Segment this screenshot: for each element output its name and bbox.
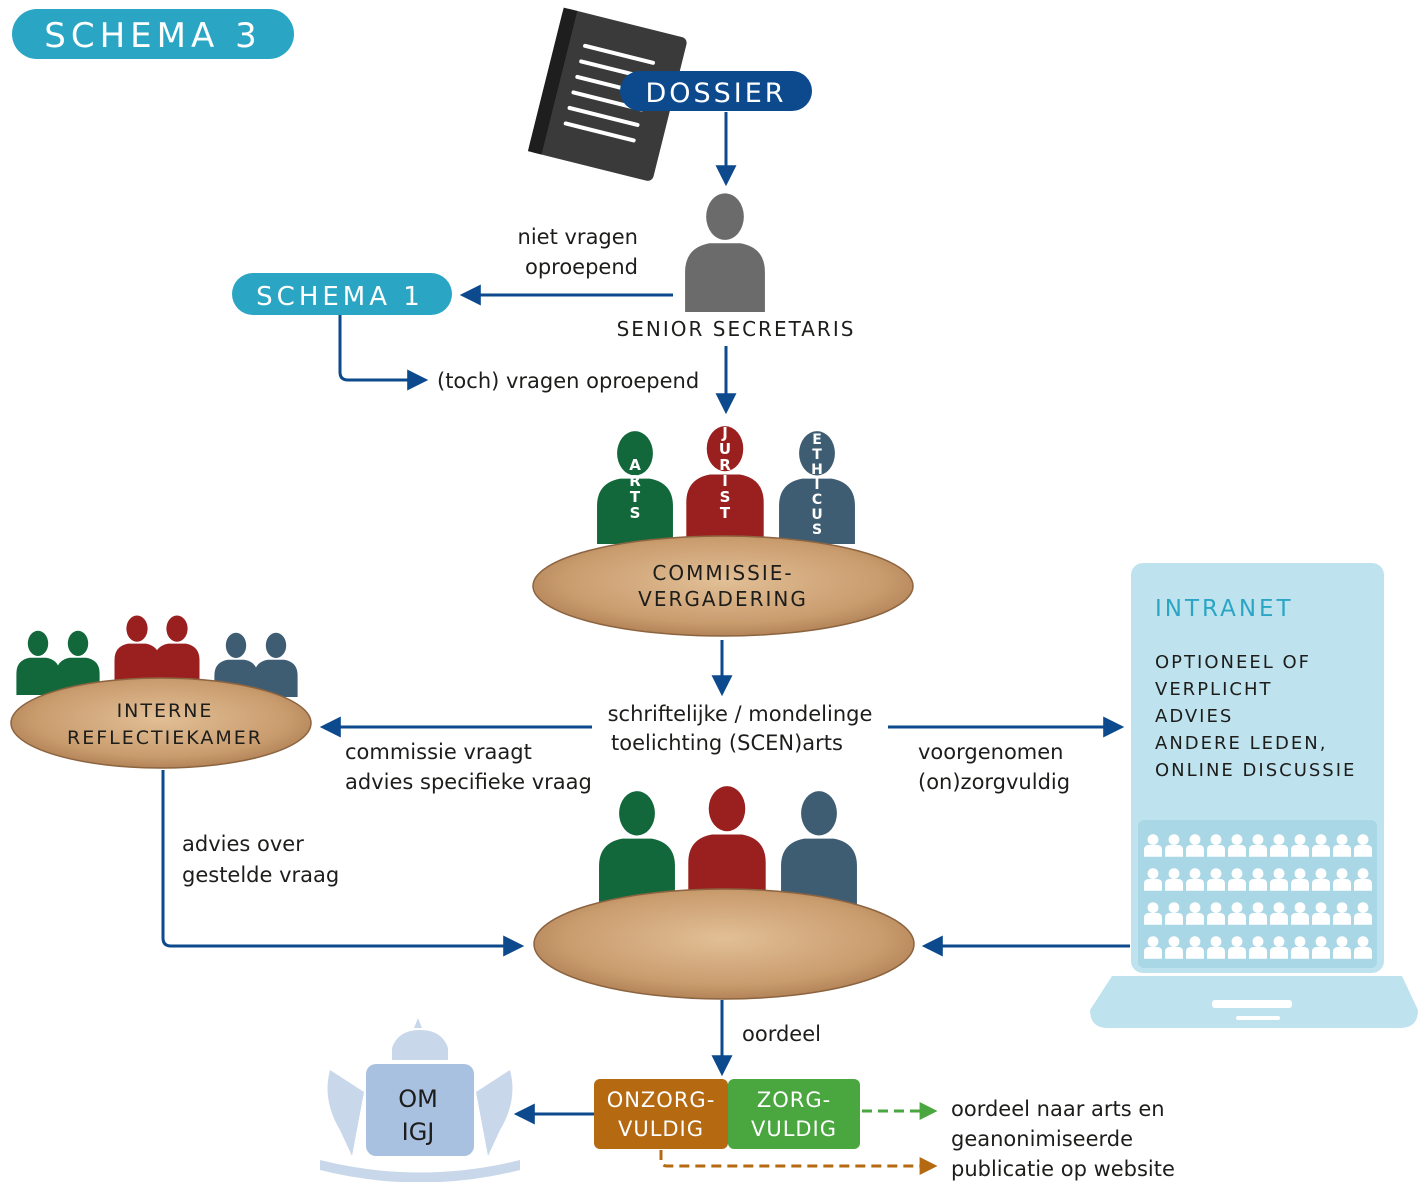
ethicus-person-icon: E T H I C U S: [779, 431, 855, 544]
oordeel-label: oordeel: [742, 1022, 821, 1046]
niet-vragen-label-1: niet vragen: [518, 225, 638, 249]
toch-vragen-label: (toch) vragen oproepend: [437, 369, 699, 393]
intranet-laptop-icon: INTRANET OPTIONEEL OF VERPLICHT ADVIES A…: [1090, 563, 1418, 1028]
om-label: OM: [398, 1085, 438, 1113]
svg-text:S: S: [720, 488, 731, 506]
svg-text:H: H: [811, 462, 823, 478]
arrow-onzorgvuldig-publicatie: [659, 1150, 938, 1175]
schema3-badge: SCHEMA 3: [12, 9, 294, 59]
intranet-line-5: ONLINE DISCUSSIE: [1155, 760, 1356, 781]
svg-text:E: E: [812, 432, 822, 448]
final-committee: [533, 786, 915, 1000]
schema3-title: SCHEMA 3: [44, 16, 261, 56]
dossier-badge: DOSSIER: [620, 71, 812, 111]
senior-secretaris-person-icon: [685, 193, 765, 312]
svg-text:T: T: [812, 447, 822, 463]
advies-over-label-2: gestelde vraag: [182, 863, 339, 887]
oordeel-naar-label-1: oordeel naar arts en: [951, 1097, 1165, 1121]
toelichting-label-2: toelichting (SCEN)arts: [611, 731, 843, 755]
senior-secretaris-label: SENIOR SECRETARIS: [617, 317, 856, 341]
schema1-badge: SCHEMA 1: [232, 273, 452, 315]
om-igj-coat-of-arms-icon: OM IGJ: [320, 1018, 520, 1182]
svg-text:T: T: [720, 504, 731, 522]
voorgenomen-label-1: voorgenomen: [918, 740, 1063, 764]
final-ethicus-person-icon: [781, 791, 857, 904]
svg-text:A: A: [629, 456, 641, 474]
commissie-label-2: VERGADERING: [638, 587, 808, 611]
advies-over-label-1: advies over: [182, 832, 304, 856]
svg-text:T: T: [630, 488, 641, 506]
reflectie-label-2: REFLECTIEKAMER: [67, 727, 263, 749]
svg-text:U: U: [719, 440, 731, 458]
intranet-line-2: VERPLICHT: [1155, 679, 1272, 700]
svg-text:J: J: [721, 424, 728, 442]
intranet-line-4: ANDERE LEDEN,: [1155, 733, 1327, 754]
voorgenomen-label-2: (on)zorgvuldig: [918, 770, 1070, 794]
commissie-vraagt-label-1: commissie vraagt: [345, 740, 532, 764]
dossier-document-icon: [527, 7, 687, 181]
svg-text:C: C: [812, 492, 822, 508]
commissie-vraagt-label-2: advies specifieke vraag: [345, 770, 592, 794]
final-arts-person-icon: [599, 791, 675, 904]
final-jurist-person-icon: [688, 786, 766, 902]
arrow-reflectiekamer-to-final: [161, 770, 525, 957]
intranet-title: INTRANET: [1155, 596, 1294, 622]
svg-text:VULDIG: VULDIG: [618, 1117, 704, 1141]
svg-text:I: I: [814, 477, 819, 493]
oordeel-naar-label-2: geanonimiseerde: [951, 1127, 1133, 1151]
commissie-table: COMMISSIE- VERGADERING: [532, 535, 914, 637]
jurist-person-icon: J U R I S T: [686, 424, 764, 542]
arrow-schema1-toch: [338, 315, 429, 391]
svg-text:R: R: [629, 472, 641, 490]
final-table: [533, 888, 915, 1000]
arts-person-icon: A R T S: [597, 431, 673, 544]
commissie-label-1: COMMISSIE-: [652, 561, 793, 585]
svg-text:U: U: [811, 507, 822, 523]
svg-text:S: S: [812, 522, 822, 538]
onzorgvuldig-box: ONZORG- VULDIG: [594, 1079, 728, 1149]
zorgvuldig-box: ZORG- VULDIG: [728, 1079, 860, 1149]
reflectiekamer-group: INTERNE REFLECTIEKAMER: [10, 615, 312, 769]
niet-vragen-label-2: oproepend: [525, 255, 638, 279]
schema1-label: SCHEMA 1: [256, 282, 424, 312]
svg-text:ZORG-: ZORG-: [757, 1088, 831, 1112]
toelichting-label-1: schriftelijke / mondelinge: [608, 702, 873, 726]
oordeel-naar-label-3: publicatie op website: [951, 1157, 1175, 1181]
reflectie-label-1: INTERNE: [117, 700, 214, 722]
svg-text:I: I: [722, 472, 728, 490]
svg-text:S: S: [630, 504, 641, 522]
igj-label: IGJ: [402, 1118, 435, 1146]
svg-text:ONZORG-: ONZORG-: [607, 1088, 716, 1112]
svg-text:VULDIG: VULDIG: [751, 1117, 837, 1141]
svg-text:R: R: [719, 456, 731, 474]
dossier-label: DOSSIER: [645, 78, 786, 109]
intranet-line-3: ADVIES: [1155, 706, 1233, 727]
intranet-line-1: OPTIONEEL OF: [1155, 652, 1311, 673]
